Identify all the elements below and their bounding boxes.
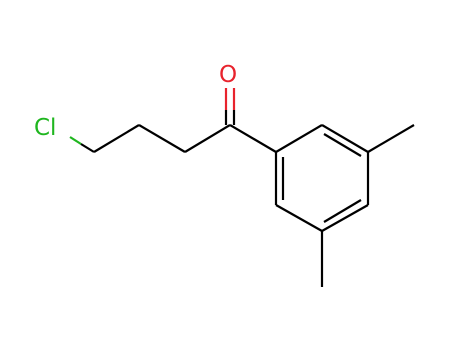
ring-bond-2 [321, 124, 369, 153]
bond-cl-c1-carbon-half [80, 143, 95, 153]
ring-inner-double-bond-top [323, 133, 362, 157]
bond-c2-c3 [138, 124, 186, 153]
bond-c1-c2 [93, 124, 140, 153]
bond-cl-c1-chlorine-half [69, 136, 82, 145]
ring-bond-5 [275, 204, 323, 232]
chlorine-atom-label: Cl [34, 115, 56, 141]
methyl-bond-upper-right [367, 124, 415, 153]
bond-c4-ring [229, 124, 277, 153]
ring-bond-4 [321, 204, 369, 232]
ring-inner-double-bond-bottom-right [323, 199, 362, 223]
ring-bond-1 [275, 124, 323, 153]
bond-c3-c4 [184, 124, 231, 153]
oxygen-atom-label: O [219, 62, 237, 88]
